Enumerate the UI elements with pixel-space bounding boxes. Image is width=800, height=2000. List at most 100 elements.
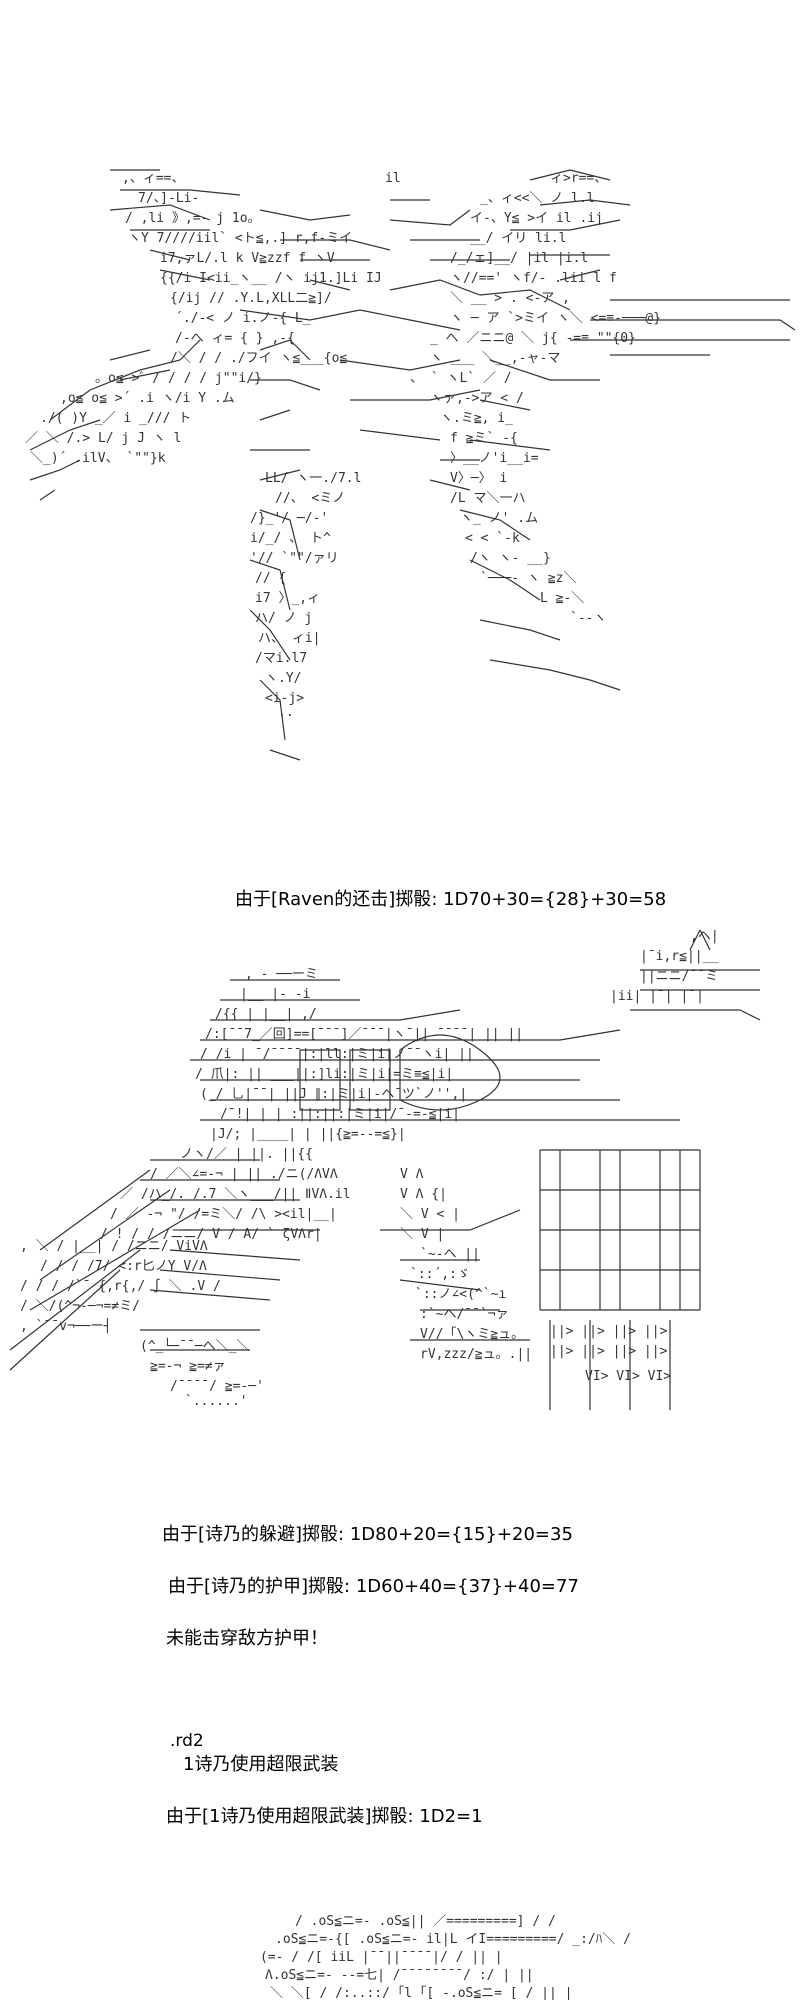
svg-text:/}_'/ ─/-': /}_'/ ─/-' — [250, 511, 328, 526]
svg-text:ヽ.Y/: ヽ.Y/ — [265, 671, 301, 686]
shino-evade-roll: 由于[诗乃的躲避]掷骰: 1D80+20={15}+20=35 — [162, 1524, 573, 1545]
svg-text:/-へ ィ= { } ,-{: /-へ ィ= { } ,-{ — [175, 331, 295, 346]
svg-text:, `¯¯v¬──ー┤: , `¯¯v¬──ー┤ — [20, 1317, 111, 1334]
svg-text:V//「\ヽミ≧ュ。: V//「\ヽミ≧ュ。 — [420, 1327, 524, 1342]
svg-text:´./-< ノ i.ノ-{ L_: ´./-< ノ i.ノ-{ L_ — [175, 311, 311, 326]
svg-text:{{/i I<ii_ヽ__ /ヽ ij1.]Li IJ: {{/i I<ii_ヽ__ /ヽ ij1.]Li IJ — [160, 271, 382, 286]
svg-text:ヽ.ミ≧, i_: ヽ.ミ≧, i_ — [440, 411, 513, 426]
no-penetrate-message: 未能击穿敌方护甲！ — [166, 1628, 328, 1649]
svg-text:L ≧-＼: L ≧-＼ — [540, 591, 584, 606]
svg-text:|ii| |¯| |¯|: |ii| |¯| |¯| — [610, 989, 704, 1004]
svg-text:ィ>r==、: ィ>r==、 — [550, 171, 607, 186]
ultimate-action: 1诗乃使用超限武装 — [183, 1754, 339, 1775]
svg-text:ヽ ___ ＼__,-ャ-マ: ヽ ___ ＼__,-ャ-マ — [430, 351, 560, 366]
svg-text:/ ,li 》,=- j 1o。: / ,li 》,=- j 1o。 — [125, 211, 261, 226]
svg-text:＼ __ > . <-ア ,: ＼ __ > . <-ア , — [450, 291, 570, 306]
shino-armor-roll: 由于[诗乃的护甲]掷骰: 1D60+40={37}+40=77 — [168, 1576, 579, 1597]
svg-text:f ≧ミ` -{: f ≧ミ` -{ — [450, 431, 518, 446]
svg-text:`───- ヽ ≧z＼: `───- ヽ ≧z＼ — [480, 571, 576, 586]
svg-text:Λ.oS≦ニ=- --=七| /¯¯¯¯¯¯¯¯: Λ.oS≦ニ=- --=七| /¯¯¯¯¯¯¯¯/ :/ | || — [265, 1968, 534, 1983]
svg-text:(_/ 乚|¯¯| ||J ∥:|ミ|i|-ヘ¯ツ`ノ'': (_/ 乚|¯¯| ||J ∥:|ミ|i|-ヘ¯ツ`ノ'',| — [200, 1087, 467, 1102]
svg-text:||ニニ/¯¯ミ: ||ニニ/¯¯ミ — [640, 969, 718, 984]
svg-text:/＼ / / ./フイ ヽ≦___{o≦: /＼ / / ./フイ ヽ≦___{o≦ — [170, 351, 347, 366]
svg-text:`......': `......' — [185, 1394, 248, 1409]
svg-text:./( )Y _／ i _/// ト: ./( )Y _／ i _/// ト — [40, 411, 191, 426]
svg-text:ヽァ,->ア < /: ヽァ,->ア < / — [430, 391, 524, 406]
svg-text:＼_)´ .ilV、 `""}k: ＼_)´ .ilV、 `""}k — [30, 451, 166, 466]
svg-text:/L マ＼一ハ: /L マ＼一ハ — [450, 491, 525, 506]
svg-text:'// `""/ァリ: '// `""/ァリ — [250, 551, 339, 566]
svg-text:|¯i,r≦||__: |¯i,r≦||__ — [640, 949, 718, 964]
svg-text:.oS≦ニ=-{[ .oS≦ニ=- il|L イI===: .oS≦ニ=-{[ .oS≦ニ=- il|L イI=========/ _:/ﾊ… — [275, 1932, 631, 1947]
ascii-art-mecha-fortress: ,ヘ| |¯i,r≦||__ ||ニニ/¯¯ミ |ii| |¯| |¯| , -… — [0, 930, 800, 1470]
svg-text:＼ ＼[ / /:..::/ ｢l ｢[ -.oS≦: ＼ ＼[ / /:..::/ ｢l ｢[ -.oS≦ニ= [ / || | — [270, 1986, 572, 2000]
svg-text:||> ||> ||> ||>: ||> ||> ||> ||> — [550, 1324, 668, 1339]
svg-text:/{{ | |__| ,/: /{{ | |__| ,/ — [215, 1007, 317, 1022]
svg-text:＼ V < |: ＼ V < | — [400, 1207, 460, 1222]
svg-text:＼ V |: ＼ V | — [400, 1227, 444, 1242]
svg-text:/:[¯¯7_／回]==[¯¯¯]／¯¯¯|ヽ¯|| ¯¯¯: /:[¯¯7_／回]==[¯¯¯]／¯¯¯|ヽ¯|| ¯¯¯¯| || || — [205, 1027, 523, 1042]
svg-text:||> ||> ||> ||>: ||> ||> ||> ||> — [550, 1344, 668, 1359]
raven-counter-roll: 由于[Raven的还击]掷骰: 1D70+30={28}+30=58 — [235, 889, 667, 910]
svg-text:< < `-k: < < `-k — [465, 531, 520, 546]
svg-text:VI> VI> VI>: VI> VI> VI> — [585, 1369, 671, 1384]
svg-text::`~へ/¯¯`¬ァ: :`~へ/¯¯`¬ァ — [420, 1307, 509, 1322]
svg-text:<i-j>: <i-j> — [265, 691, 304, 706]
svg-text:/ ! / / /ニニ/ V / A/ ` ζVΛ: / ! / / /ニニ/ V / A/ ` ζVΛr| — [100, 1227, 322, 1242]
svg-text:/ / / /`¯ {,r{,/ ∫ ＼: / / / /`¯ {,r{,/ ∫ ＼ .V / — [20, 1278, 221, 1294]
svg-text:/ ／ -¬ "/ /=ミ＼/ /\ ><il|__|: / ／ -¬ "/ /=ミ＼/ /\ ><il|__| — [110, 1207, 337, 1222]
svg-text:ヽ_ ノ' .ム: ヽ_ ノ' .ム — [460, 511, 538, 526]
svg-text:// {: // { — [255, 571, 286, 586]
svg-text:/ ＼/(^¬-─¬=≠ミ/: / ＼/(^¬-─¬=≠ミ/ — [20, 1299, 140, 1314]
svg-text:/ 爪|: || ___||:]li:|ミ|i|=ミ≡≦: / 爪|: || ___||:]li:|ミ|i|=ミ≡≦|i| — [195, 1067, 453, 1082]
svg-text:`::ノ∠<(^`~ı: `::ノ∠<(^`~ı — [415, 1287, 506, 1302]
svg-text:イ-、Y≦ >イ il .ij: イ-、Y≦ >イ il .ij — [470, 211, 603, 226]
svg-text:ハ、 ィi|: ハ、 ィi| — [258, 631, 320, 646]
svg-text:／ /ハ_/. /.7 ＼ヽ___/|| ⅡVΛ.il: ／ /ハ_/. /.7 ＼ヽ___/|| ⅡVΛ.il — [120, 1187, 351, 1202]
ascii-art-mecha-rifle: ,、ィ==、 7/、]-Li- / ,li 》,=- j 1o。 ヽY 7///… — [10, 160, 800, 800]
ultimate-roll: 由于[1诗乃使用超限武装]掷骰: 1D2=1 — [166, 1806, 483, 1827]
svg-text:ハ/ ノ j: ハ/ ノ j — [255, 611, 312, 626]
svg-text:,o≦ o≦ >´ .i ヽ/i Y .ム: ,o≦ o≦ >´ .i ヽ/i Y .ム — [60, 391, 235, 406]
svg-text:LL/ ヽ一./7.l: LL/ ヽ一./7.l — [265, 471, 361, 486]
svg-text:/ /i | ¯/¯¯¯¯|:|ll:|ミ|i|ノ¯¯ヽi: / /i | ¯/¯¯¯¯|:|ll:|ミ|i|ノ¯¯ヽi| || — [200, 1047, 474, 1062]
svg-text:/ .oS≦ニ=- .oS≦|| ／=====: / .oS≦ニ=- .oS≦|| ／=========] / / — [295, 1914, 556, 1929]
ascii-art-mecha-rifle-drawing: ,、ィ==、 7/、]-Li- / ,li 》,=- j 1o。 ヽY 7///… — [25, 169, 796, 761]
svg-text:(^_└─¯¯─へ＼_＼: (^_└─¯¯─へ＼_＼ — [140, 1337, 249, 1354]
ascii-art-bottom-partial: / .oS≦ニ=- .oS≦|| ／=========] / / .oS≦ニ=-… — [250, 1910, 800, 2000]
svg-text:V Λ {|: V Λ {| — [400, 1187, 447, 1202]
svg-text:/ ／＼∠=-¬ | || ./ニ(/ΛVΛ: / ／＼∠=-¬ | || ./ニ(/ΛVΛ — [150, 1167, 338, 1182]
svg-text:|J/; |____| | ||{≧=--=≦}|: |J/; |____| | ||{≧=--=≦}| — [210, 1127, 406, 1142]
svg-text:。o≦ >゛/ / / / j""i/}: 。o≦ >゛/ / / / j""i/} — [95, 371, 262, 386]
svg-text:/¯!| | | :||:||:|ミ|i|/¯-=-≦: /¯!| | | :||:||:|ミ|i|/¯-=-≦|i| — [220, 1107, 460, 1122]
svg-text:i7,ァL/.l k V≧zzf f ヽV: i7,ァL/.l k V≧zzf f ヽV — [160, 251, 335, 266]
svg-text:/マi.l7: /マi.l7 — [255, 651, 307, 666]
svg-text:`::´,:ゞ: `::´,:ゞ — [410, 1267, 470, 1282]
svg-text:/¯¯¯¯/ ≧=-─': /¯¯¯¯/ ≧=-─' — [170, 1379, 264, 1394]
svg-text:/ヽ ヽ- __}: /ヽ ヽ- __} — [470, 551, 551, 566]
svg-text:_ へ ／ニニ@ ＼ j{ -=≡ ""{0}: _ へ ／ニニ@ ＼ j{ -=≡ ""{0} — [430, 331, 636, 346]
svg-text:|__ |- -i: |__ |- -i — [240, 987, 310, 1002]
svg-text:〉__ノ'i__i=: 〉__ノ'i__i= — [450, 451, 539, 466]
svg-text:_、ィ<<＼ ノ l.l: _、ィ<<＼ ノ l.l — [480, 191, 595, 206]
svg-text:／ ＼ /.> L/ j J ヽ l: ／ ＼ /.> L/ j J ヽ l — [25, 431, 181, 446]
svg-text:,ヘ|: ,ヘ| — [690, 930, 719, 944]
svg-text:ヽY 7////iil` <ト≦,.] r,f-ミイ: ヽY 7////iil` <ト≦,.] r,f-ミイ — [128, 231, 352, 246]
svg-text:il: il — [385, 171, 401, 186]
svg-text:ヽ ─ ア `>ミイ ヽ＼ <=≡-───@}: ヽ ─ ア `>ミイ ヽ＼ <=≡-───@} — [450, 311, 661, 326]
svg-text:rV,zzz/≧ュ。.||: rV,zzz/≧ュ。.|| — [420, 1347, 532, 1362]
svg-text:i/_/ 、 ト^: i/_/ 、 ト^ — [250, 531, 331, 546]
ascii-art-bottom-partial-drawing: / .oS≦ニ=- .oS≦|| ／=========] / / .oS≦ニ=-… — [260, 1914, 631, 2000]
svg-text:i7 〉_,ィ: i7 〉_,ィ — [255, 591, 320, 606]
svg-text:≧=-¬ ≧=≠ァ: ≧=-¬ ≧=≠ァ — [150, 1359, 226, 1374]
svg-text:`--ヽ: `--ヽ — [570, 611, 606, 626]
svg-text:,、ィ==、: ,、ィ==、 — [122, 171, 184, 186]
ascii-art-mecha-fortress-drawing: ,ヘ| |¯i,r≦||__ ||ニニ/¯¯ミ |ii| |¯| |¯| , -… — [9, 930, 761, 1410]
svg-text:V〉─〉 i: V〉─〉 i — [450, 471, 507, 486]
svg-text:7/、]-Li-: 7/、]-Li- — [138, 191, 199, 206]
svg-text:`~-ヘ ||: `~-ヘ || — [420, 1247, 480, 1262]
svg-text:__/ イリ li.l: __/ イリ li.l — [470, 231, 566, 246]
svg-text:V Λ: V Λ — [400, 1167, 424, 1182]
svg-text:ノヽ/／ | ||. ||{{: ノヽ/／ | ||. ||{{ — [180, 1147, 313, 1162]
svg-text:{/ij // .Y.L,XLL二≧]/: {/ij // .Y.L,XLL二≧]/ — [170, 291, 332, 306]
